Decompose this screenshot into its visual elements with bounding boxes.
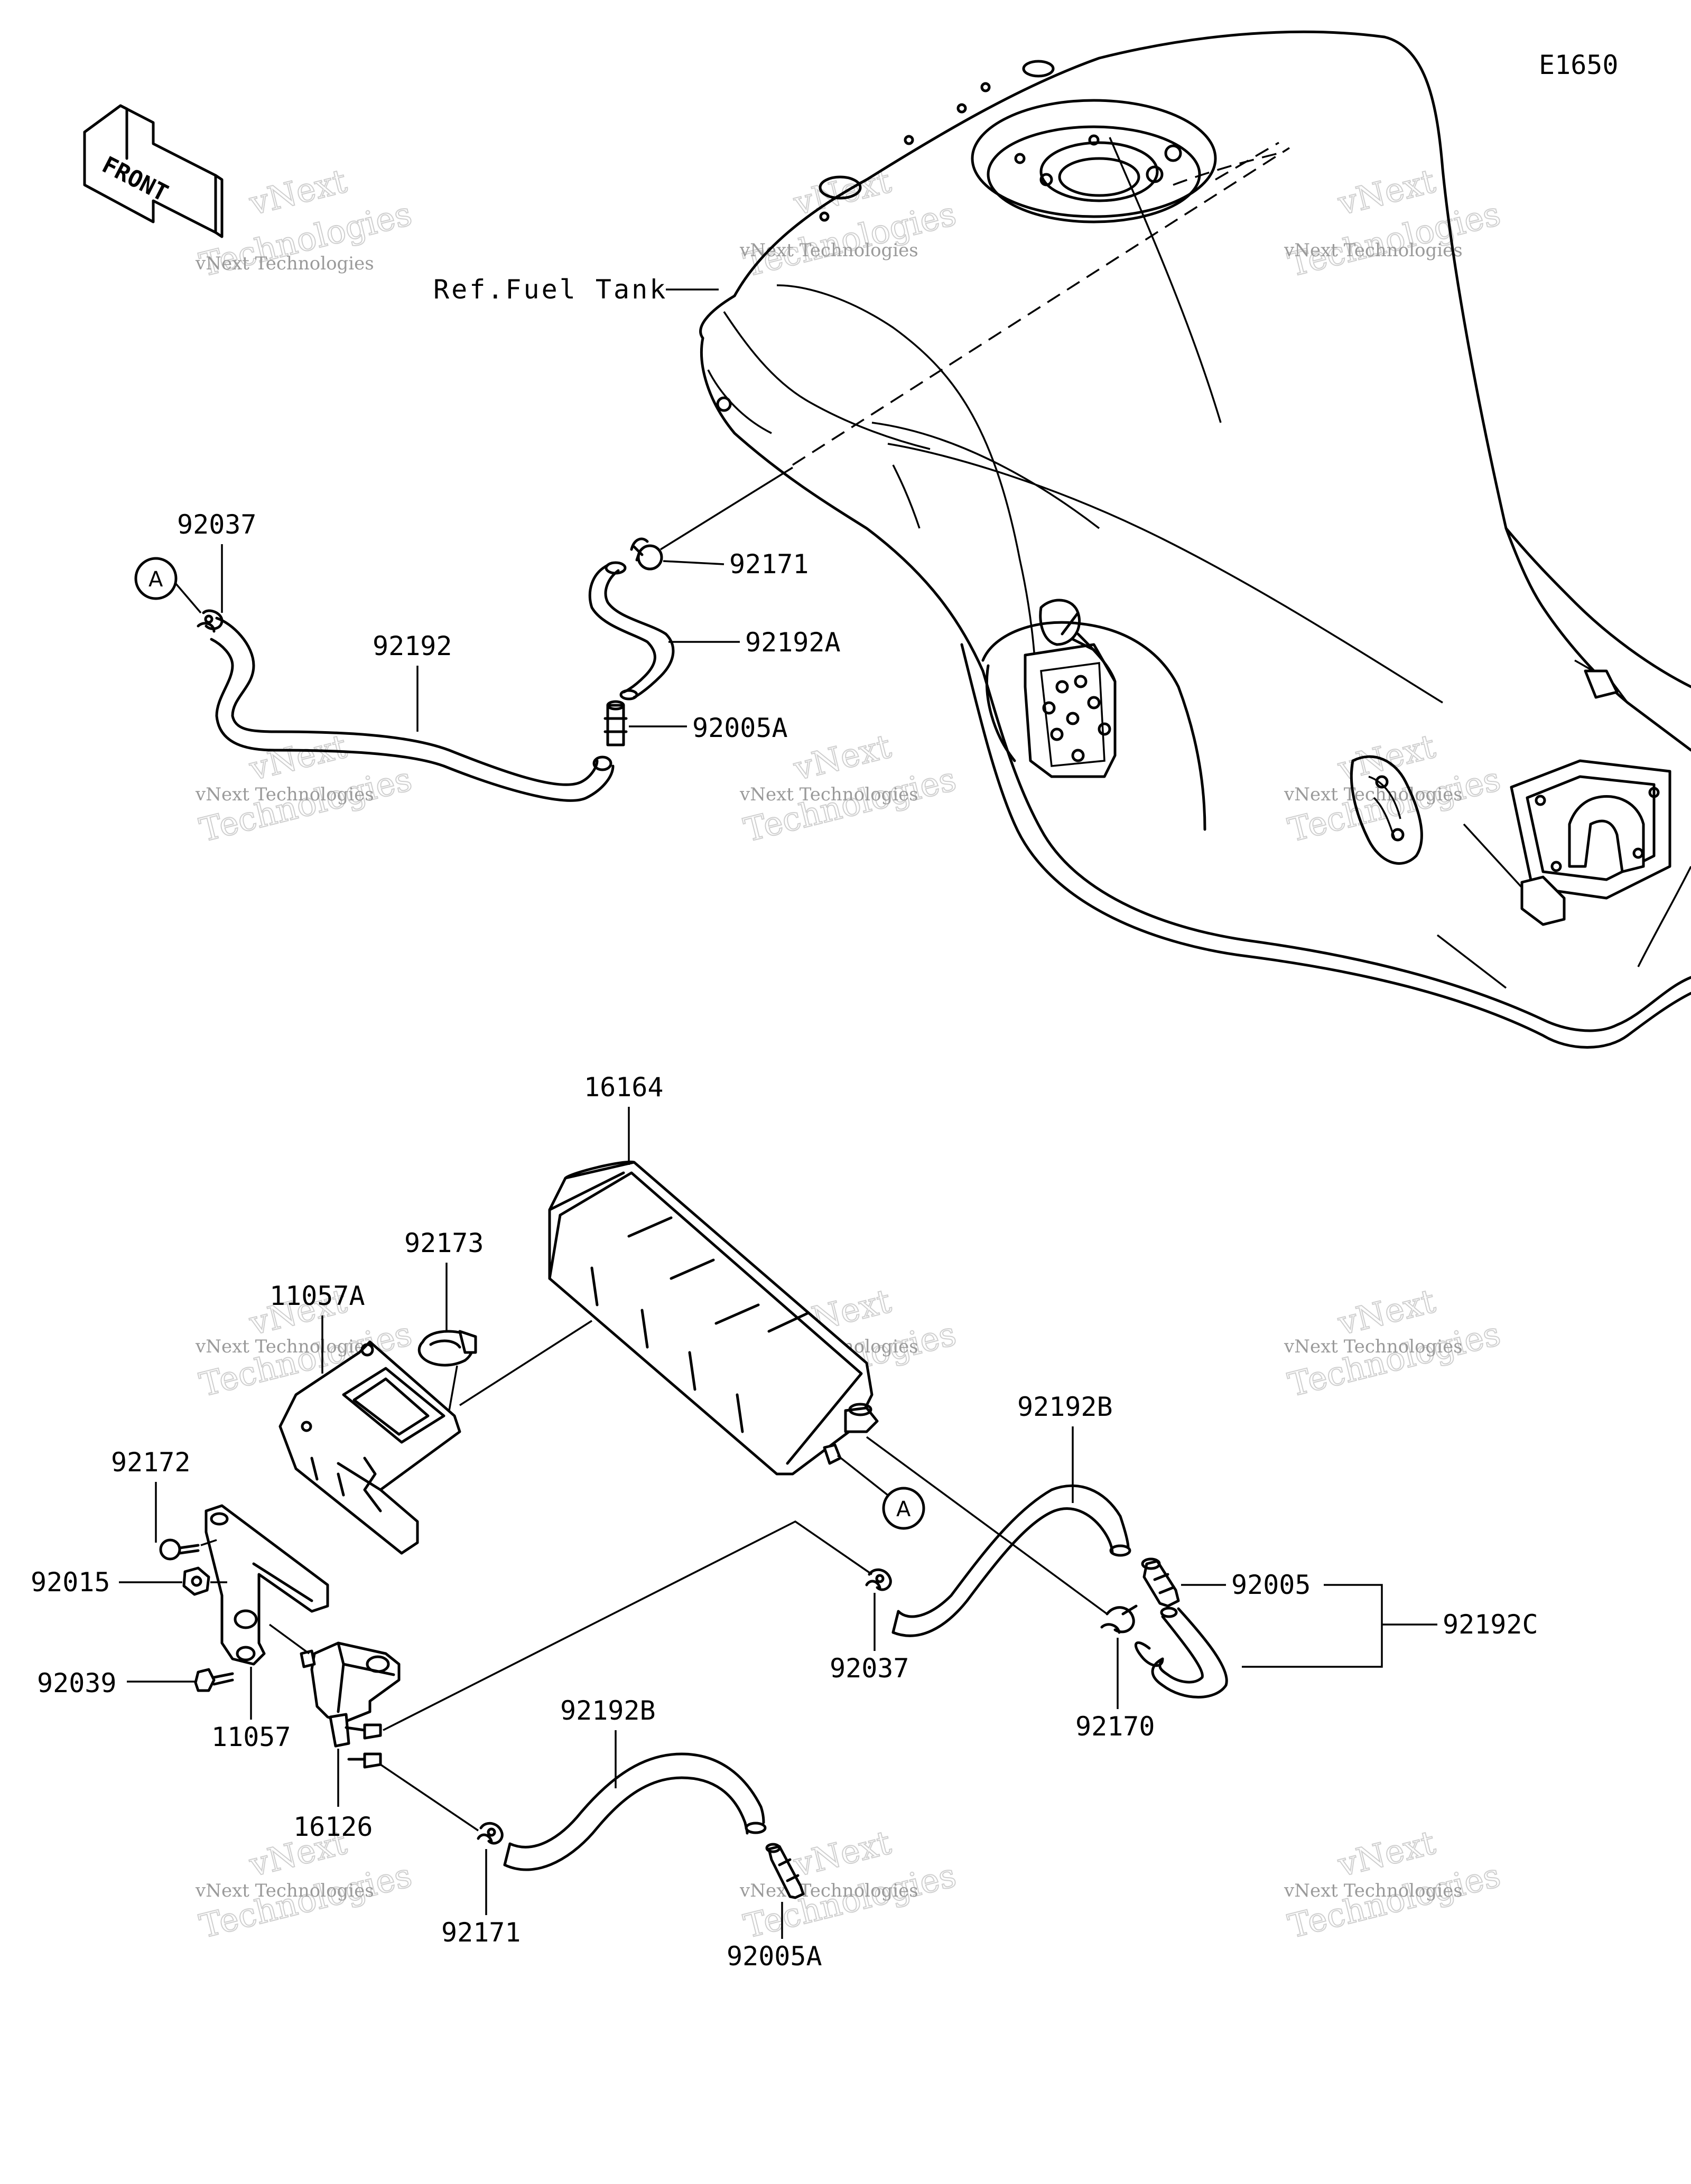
callout-16126: 16126 bbox=[293, 1812, 373, 1842]
clamp-92171-bottom bbox=[477, 1822, 504, 1845]
callout-92037-bottom: 92037 bbox=[830, 1653, 909, 1684]
callout-92192A: 92192A bbox=[745, 627, 841, 658]
hose-92192C bbox=[1134, 1607, 1228, 1698]
callout-92005: 92005 bbox=[1231, 1570, 1311, 1600]
watermark-label-10: vNext Technologies bbox=[195, 1880, 374, 1901]
bracket-11057A bbox=[278, 1340, 461, 1555]
callout-92192B-right: 92192B bbox=[1017, 1392, 1113, 1422]
nut-92015 bbox=[182, 1566, 210, 1596]
callout-92173: 92173 bbox=[404, 1228, 484, 1258]
upper-hose-assembly bbox=[197, 466, 793, 802]
leader-valve-hose bbox=[383, 1520, 872, 1731]
bracket-92192C bbox=[1242, 1584, 1383, 1668]
connection-marker-a-bottom bbox=[882, 1487, 925, 1530]
connection-marker-a-top-label: A bbox=[148, 567, 163, 592]
callout-92192B-bottom: 92192B bbox=[560, 1695, 656, 1726]
callout-92172: 92172 bbox=[111, 1447, 191, 1478]
callout-92170: 92170 bbox=[1075, 1711, 1155, 1742]
watermark-label-9: vNext Technologies bbox=[1284, 1336, 1463, 1357]
callout-92039: 92039 bbox=[37, 1668, 117, 1698]
callout-11057: 11057 bbox=[211, 1722, 291, 1752]
watermark-label-1: vNext Technologies bbox=[195, 253, 374, 274]
watermark-label-5: vNext Technologies bbox=[739, 784, 918, 805]
callout-16164: 16164 bbox=[584, 1072, 664, 1103]
watermark-label-6: vNext Technologies bbox=[1284, 784, 1463, 805]
leader-a-bottom bbox=[837, 1454, 889, 1496]
bracket-11057 bbox=[205, 1504, 329, 1666]
joint-92005 bbox=[1141, 1557, 1180, 1608]
watermark-label-11: vNext Technologies bbox=[739, 1880, 918, 1901]
leader-a-top bbox=[175, 583, 202, 614]
diagram-code: E1650 bbox=[1539, 50, 1619, 80]
watermark-label-12: vNext Technologies bbox=[1284, 1880, 1463, 1901]
leader-valve-92171 bbox=[380, 1763, 479, 1832]
clamp-92170 bbox=[1100, 1604, 1138, 1634]
callout-92171-bottom: 92171 bbox=[441, 1917, 521, 1948]
leader-canister-bracket bbox=[459, 1320, 592, 1406]
watermark-label-4: vNext Technologies bbox=[195, 784, 374, 805]
clamp-92037-bottom bbox=[865, 1568, 892, 1591]
leader-92172-bracket bbox=[200, 1539, 217, 1546]
callout-92171-top: 92171 bbox=[729, 549, 809, 580]
ref-fuel-tank-label: Ref.Fuel Tank bbox=[433, 274, 667, 305]
front-arrow-icon: FRONT bbox=[83, 104, 224, 238]
hose-92192B-bottom bbox=[503, 1752, 767, 1871]
leader-92171-top bbox=[663, 560, 724, 565]
callout-92015: 92015 bbox=[31, 1567, 110, 1598]
solenoid-valve-16126 bbox=[300, 1641, 401, 1769]
callout-92037-top: 92037 bbox=[177, 509, 257, 540]
watermark-3: vNext Technologies bbox=[1284, 161, 1504, 285]
clamp-92173 bbox=[417, 1330, 477, 1367]
fuel-tank-outline bbox=[699, 30, 1691, 1049]
watermark-label-3: vNext Technologies bbox=[1284, 240, 1463, 261]
watermark-12: vNext Technologies bbox=[1284, 1823, 1504, 1946]
clamp-92037-top bbox=[197, 609, 224, 633]
leader-16126-bracket bbox=[268, 1623, 310, 1655]
connection-marker-a-top bbox=[134, 557, 178, 600]
leader-canister-92170 bbox=[866, 1436, 1108, 1615]
hose-92192B-right bbox=[891, 1484, 1131, 1637]
connection-marker-a-bottom-label: A bbox=[896, 1497, 911, 1522]
watermark-label-7: vNext Technologies bbox=[195, 1336, 374, 1357]
watermark-2: vNext Technologies bbox=[739, 161, 960, 285]
clamp-92171-top bbox=[630, 537, 663, 571]
callout-92192C: 92192C bbox=[1443, 1609, 1538, 1640]
callout-92005A-bottom: 92005A bbox=[727, 1941, 822, 1972]
joint-92005A-bottom bbox=[765, 1843, 805, 1899]
callout-11057A: 11057A bbox=[270, 1281, 365, 1311]
bolt-92172 bbox=[159, 1538, 200, 1561]
callout-92192: 92192 bbox=[373, 631, 452, 661]
watermark-label-2: vNext Technologies bbox=[739, 240, 918, 261]
canister-16164 bbox=[548, 1160, 879, 1476]
joint-92005A-top bbox=[603, 700, 628, 746]
callout-92005A-top: 92005A bbox=[692, 713, 788, 743]
watermark-4: vNext Technologies bbox=[195, 726, 416, 850]
leader-92173-bracket bbox=[448, 1365, 458, 1411]
bolt-92039 bbox=[194, 1668, 234, 1692]
